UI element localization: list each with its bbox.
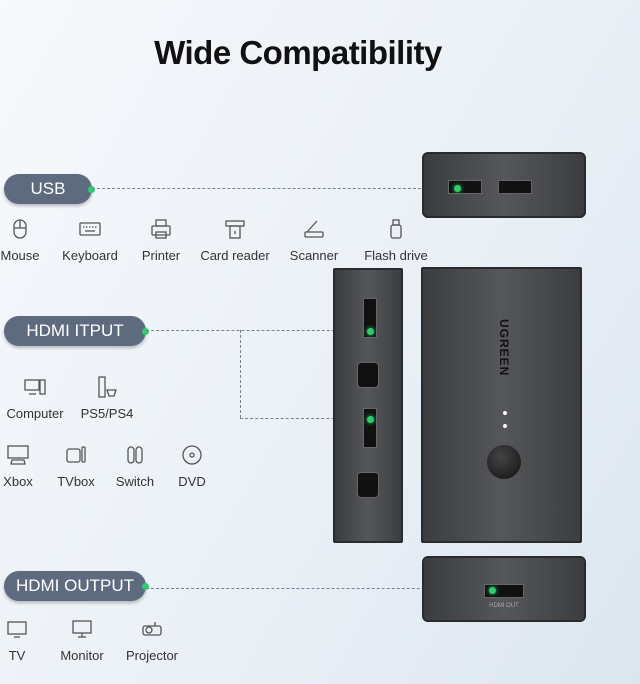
- item-label: DVD: [178, 474, 206, 489]
- item-label: Switch: [115, 474, 155, 489]
- usb-b-port-1: [357, 362, 379, 388]
- hdmi-output-device-view: HDMI OUT: [422, 556, 586, 622]
- indicator-dot: [367, 328, 374, 335]
- projector-icon: [142, 622, 162, 636]
- item-label: Computer: [6, 406, 64, 421]
- card-reader-icon: [225, 220, 245, 239]
- connector-line: [240, 418, 370, 419]
- output-device-projector: Projector: [107, 618, 197, 663]
- item-label: PS5/PS4: [80, 406, 134, 421]
- usb-port-device-view: [422, 152, 586, 218]
- tv-icon: [7, 621, 27, 638]
- output-device-tv: TV: [0, 618, 62, 663]
- connector-line: [92, 188, 456, 189]
- indicator-dot: [142, 583, 149, 590]
- hdmi-device-ps5-ps4: PS5/PS4: [62, 376, 152, 421]
- monitor-icon: [72, 620, 92, 638]
- usb-device-printer: Printer: [116, 218, 206, 263]
- usb-port-2: [498, 180, 532, 194]
- item-label: Mouse: [0, 248, 40, 263]
- playstation-icon: [98, 376, 117, 398]
- indicator-dot: [367, 416, 374, 423]
- hdmi-output-label: HDMI OUTPUT: [15, 576, 135, 595]
- hdmi-input-port-1: [363, 298, 377, 338]
- item-label: Printer: [141, 248, 181, 263]
- item-label: Xbox: [3, 474, 33, 489]
- indicator-dot: [88, 186, 95, 193]
- item-label: Flash drive: [364, 248, 428, 263]
- tvbox-icon: [66, 446, 86, 463]
- item-label: TVbox: [57, 474, 95, 489]
- hdmi-device-switch: Switch: [90, 444, 180, 489]
- connector-line: [240, 330, 241, 418]
- hdmi-device-tvbox: TVbox: [31, 444, 121, 489]
- hdmi-device-xbox: Xbox: [0, 444, 63, 489]
- usb-device-mouse: Mouse: [0, 218, 65, 263]
- printer-icon: [151, 219, 171, 239]
- switch-button: [487, 445, 521, 479]
- dvd-icon: [182, 445, 202, 465]
- switch-icon: [127, 446, 143, 464]
- item-label: Card reader: [200, 248, 270, 263]
- xbox-icon: [7, 445, 29, 465]
- indicator-dot: [454, 185, 461, 192]
- hdmi-input-port-2: [363, 408, 377, 448]
- usb-label-pill: USB: [4, 174, 95, 204]
- usb-b-port-2: [357, 472, 379, 498]
- led-1: [503, 411, 507, 415]
- hdmi-out-port-label: HDMI OUT: [489, 603, 519, 609]
- usb-device-keyboard: Keyboard: [45, 218, 135, 263]
- switch-side-view: [333, 268, 403, 543]
- hdmi-input-label: HDMI ITPUT: [26, 321, 124, 340]
- hdmi-device-dvd: DVD: [147, 444, 237, 489]
- connector-line: [146, 588, 490, 589]
- page-title: Wide Compatibility: [154, 34, 442, 71]
- item-label: Projector: [125, 648, 179, 663]
- hdmi-device-computer: Computer: [0, 376, 80, 421]
- led-2: [503, 424, 507, 428]
- keyboard-icon: [79, 222, 101, 236]
- scanner-icon: [304, 220, 324, 238]
- hdmi-output-label-pill: HDMI OUTPUT: [4, 571, 149, 601]
- item-label: Scanner: [289, 248, 339, 263]
- mouse-icon: [13, 219, 27, 239]
- item-label: Keyboard: [62, 248, 118, 263]
- usb-device-scanner: Scanner: [269, 218, 359, 263]
- item-label: TV: [8, 648, 26, 663]
- switch-front-view: UGREEN: [421, 267, 582, 543]
- indicator-dot: [142, 328, 149, 335]
- connector-line: [146, 330, 370, 331]
- computer-icon: [24, 379, 46, 395]
- brand-logo: UGREEN: [497, 319, 511, 377]
- indicator-dot: [489, 587, 496, 594]
- usb-device-card-reader: Card reader: [190, 218, 280, 263]
- hdmi-input-label-pill: HDMI ITPUT: [4, 316, 149, 346]
- flash-drive-icon: [390, 219, 402, 239]
- usb-label: USB: [30, 179, 66, 198]
- usb-device-flash-drive: Flash drive: [351, 218, 441, 263]
- item-label: Monitor: [60, 648, 104, 663]
- output-device-monitor: Monitor: [37, 618, 127, 663]
